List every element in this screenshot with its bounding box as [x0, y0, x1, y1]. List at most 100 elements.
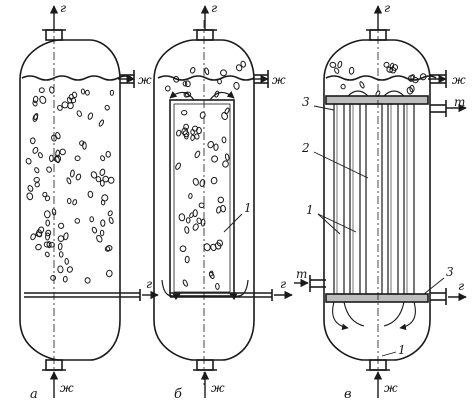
gas-bubble: [194, 133, 200, 140]
gas-bubble: [194, 150, 201, 159]
flow-arrows: [49, 5, 467, 398]
gas-bubble: [383, 61, 390, 68]
gas-bubble: [107, 176, 115, 184]
gas-bubble: [210, 243, 217, 252]
gas-bubble: [95, 176, 102, 183]
gas-bubble: [33, 176, 40, 183]
gas-bubble: [55, 149, 60, 158]
gas-bubble: [222, 160, 229, 168]
gas-bubble: [29, 137, 36, 145]
gas-bubble: [91, 226, 98, 234]
gas-bubble: [217, 196, 225, 204]
gas-bubble: [220, 69, 227, 77]
gas-bubble: [192, 178, 199, 186]
gas-bubble: [213, 143, 219, 151]
gas-bubble: [51, 208, 57, 216]
gas-bubble: [66, 177, 72, 185]
gas-bubble: [45, 229, 52, 237]
gas-bubble: [217, 78, 222, 85]
gas-bubble: [35, 243, 42, 251]
gas-bubble: [419, 73, 427, 81]
gas-bubble: [79, 140, 85, 146]
gas-bubble: [74, 155, 81, 162]
gas-bubble: [184, 226, 190, 234]
gas-bubble: [25, 157, 32, 165]
gas-bubble: [100, 155, 106, 162]
gas-bubble: [176, 129, 182, 137]
gas-bubble: [105, 245, 113, 252]
gas-bubble: [348, 66, 355, 75]
gas-bubble: [183, 91, 190, 98]
gas-bubble: [33, 112, 39, 121]
gas-bubble: [99, 179, 105, 187]
gas-bubble: [181, 109, 188, 116]
label-liquid-out-b: ж: [272, 73, 286, 87]
gas-bubble: [196, 126, 202, 135]
gas-bubble: [359, 81, 365, 89]
gas-bubble: [412, 76, 419, 84]
gas-bubble: [58, 251, 64, 258]
gas-bubble: [337, 60, 343, 69]
gas-bubble: [57, 242, 63, 251]
gas-bubble: [27, 185, 34, 192]
gas-bubble: [182, 279, 188, 287]
label-coolant-in-c: т: [296, 267, 307, 281]
gas-bubble: [70, 169, 75, 178]
gas-bubble: [329, 61, 337, 68]
gas-bubble: [105, 150, 111, 158]
gas-bubble: [183, 123, 190, 131]
label-liquid-out-a: ж: [138, 73, 152, 87]
gas-bubble: [32, 100, 38, 107]
label-coolant-out-c: т: [454, 95, 465, 109]
gas-bubble: [199, 111, 206, 119]
gas-bubble: [175, 162, 182, 170]
vessel-b-bubbles: [164, 60, 246, 290]
gas-bubble: [406, 86, 414, 95]
label-liquid-in-c: ж: [384, 381, 398, 395]
gas-bubble: [184, 255, 190, 264]
gas-bubble: [51, 134, 57, 142]
gas-bubble: [62, 275, 68, 283]
label-gas-out-c: г: [384, 1, 390, 15]
part-number-2-c: 2: [301, 141, 310, 155]
gas-bubble: [99, 168, 106, 176]
gas-bubble: [185, 217, 191, 224]
gas-bubble: [204, 67, 210, 75]
gas-bubble: [105, 269, 113, 278]
gas-bubble: [63, 232, 69, 241]
gas-bubble: [210, 176, 218, 185]
label-gas-out-a: г: [60, 1, 66, 15]
gas-bubble: [96, 234, 103, 243]
gas-bubble: [208, 271, 215, 279]
gas-bubble: [54, 154, 62, 163]
gas-bubble: [389, 66, 397, 74]
gas-bubble: [207, 140, 214, 149]
gas-bubble: [84, 89, 90, 96]
gas-bubble: [34, 181, 40, 188]
gas-bubble: [36, 229, 43, 238]
gas-bubble: [50, 274, 56, 281]
gas-bubble: [233, 81, 240, 90]
gas-bubble: [57, 104, 63, 111]
gas-bubble: [75, 173, 82, 181]
caption-c: в: [344, 387, 352, 402]
gas-bubble: [37, 226, 45, 234]
gas-bubble: [61, 101, 69, 109]
part-number-1-b: 1: [244, 201, 252, 215]
gas-bubble: [173, 75, 180, 83]
gas-bubble: [74, 218, 81, 224]
gas-bubble: [196, 217, 202, 225]
gas-bubble: [216, 206, 222, 214]
gas-bubble: [215, 283, 220, 290]
gas-bubble: [211, 155, 219, 163]
gas-bubble: [179, 245, 187, 253]
label-gas-in-a: г: [146, 277, 152, 291]
gas-bubble: [76, 110, 82, 117]
gas-bubble: [98, 119, 105, 127]
gas-bubble: [220, 204, 226, 213]
gas-bubble: [221, 136, 227, 144]
gas-bubble: [70, 97, 77, 104]
gas-bubble: [32, 95, 39, 104]
